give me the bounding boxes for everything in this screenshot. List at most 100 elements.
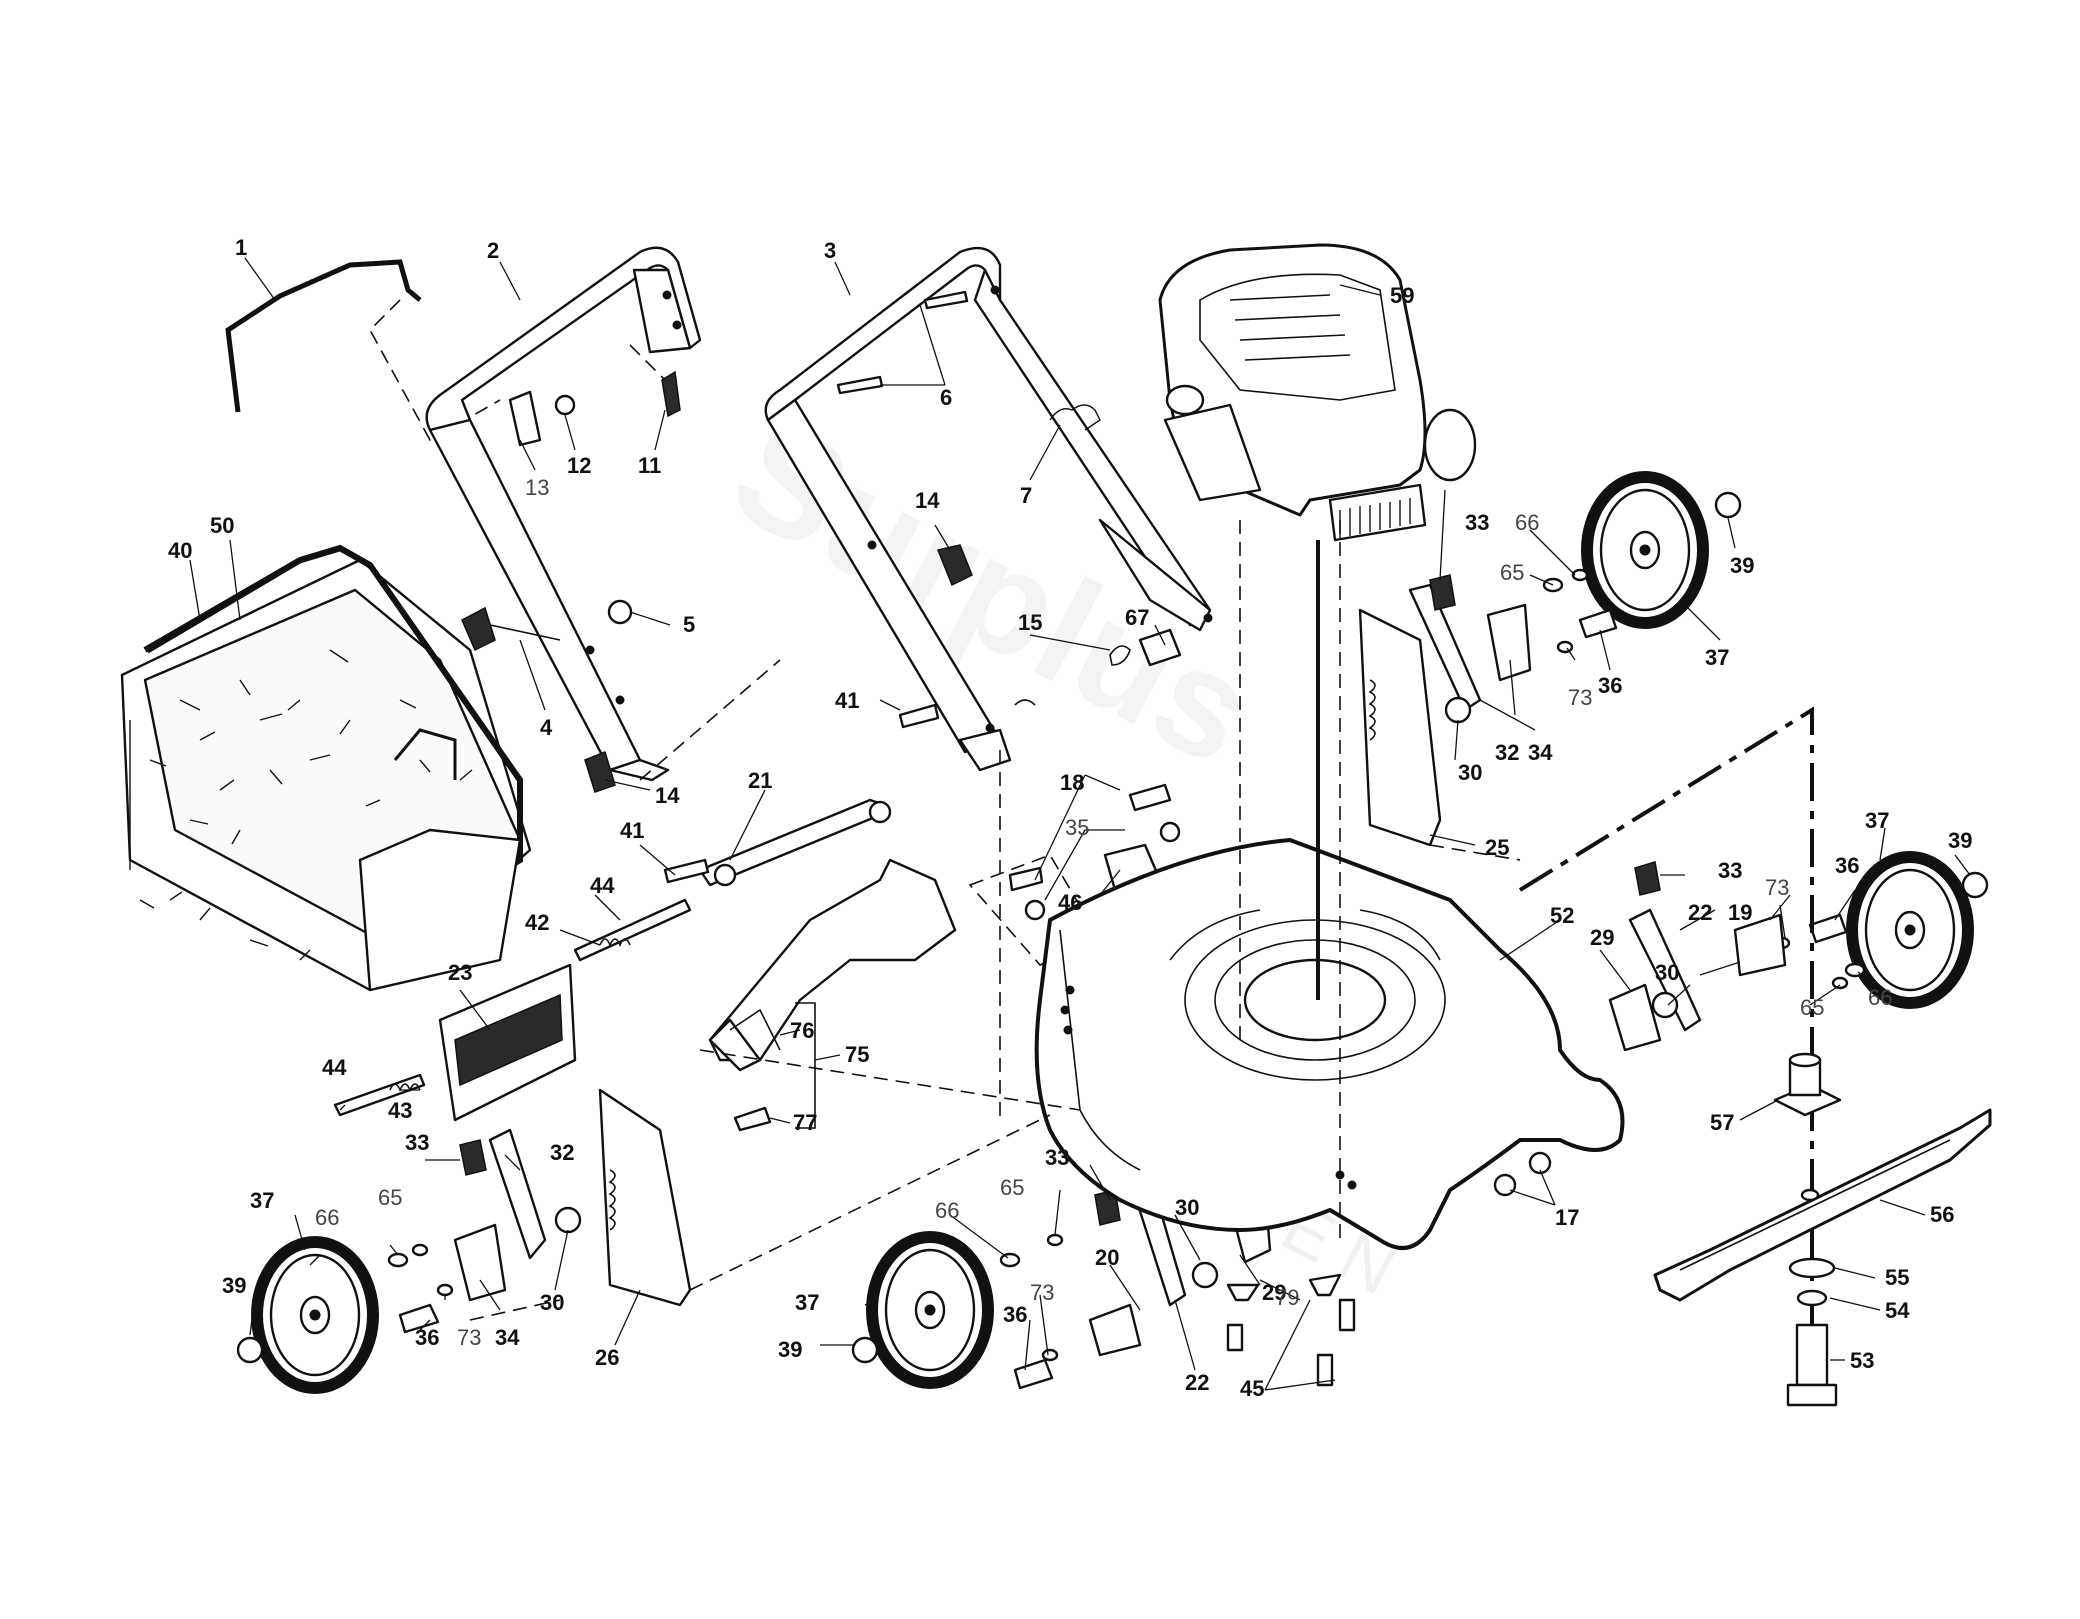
engine-mount-lines: [1239, 520, 1341, 1240]
callout-77: 77: [793, 1110, 817, 1135]
parts-11-12-13-hardware: [508, 344, 681, 447]
callout-53: 53: [1850, 1348, 1874, 1373]
callout-20: 20: [1095, 1245, 1119, 1270]
part-3-lower-handle: [764, 247, 1213, 772]
callout-65-rearright: 65: [1500, 560, 1524, 585]
guide-lines: [469, 659, 1521, 1321]
callout-37-rear: 37: [250, 1188, 274, 1213]
callout-26: 26: [595, 1345, 619, 1370]
callout-73-rearright: 73: [1568, 685, 1592, 710]
callout-33-right: 33: [1718, 858, 1742, 883]
height-adjuster-rear-right: [1408, 574, 1532, 724]
callout-46: 46: [1058, 890, 1082, 915]
callout-13: 13: [525, 475, 549, 500]
callout-73-front: 73: [1030, 1280, 1054, 1305]
callout-5: 5: [683, 612, 695, 637]
callout-39-front: 39: [778, 1337, 802, 1362]
part-6-handle-bolts: [836, 290, 969, 395]
callout-29-right: 29: [1590, 925, 1614, 950]
callout-43: 43: [388, 1098, 412, 1123]
callout-35: 35: [1065, 815, 1089, 840]
height-adjuster-rear-left: [453, 1128, 582, 1302]
part-21-rod: [698, 798, 892, 887]
callout-34-rear: 34: [495, 1325, 520, 1350]
callout-34-rearright: 34: [1528, 740, 1553, 765]
callout-33-rearright: 33: [1465, 510, 1489, 535]
callout-65-rear: 65: [378, 1185, 402, 1210]
callout-37-front: 37: [795, 1290, 819, 1315]
callout-50: 50: [210, 513, 234, 538]
callout-42: 42: [525, 910, 549, 935]
callout-56: 56: [1930, 1202, 1954, 1227]
callout-44-lower: 44: [322, 1055, 347, 1080]
part-41-bolts: [663, 703, 940, 884]
callout-30-front: 30: [1175, 1195, 1199, 1220]
callout-30-right: 30: [1655, 960, 1679, 985]
callout-73-rear: 73: [457, 1325, 481, 1350]
callout-29-front: 29: [1262, 1280, 1286, 1305]
part-25-bracket: [1358, 608, 1442, 847]
callout-36-right: 36: [1835, 853, 1859, 878]
callout-39-rearright: 39: [1730, 553, 1754, 578]
callout-36-rearright: 36: [1598, 673, 1622, 698]
callout-66-front: 66: [935, 1198, 959, 1223]
part-14-handle-knobs: [584, 544, 973, 793]
height-adjuster-front-right: [1608, 861, 1787, 1052]
callout-3: 3: [824, 238, 836, 263]
callout-40: 40: [168, 538, 192, 563]
callout-21: 21: [748, 768, 772, 793]
callout-14-upper: 14: [915, 488, 940, 513]
callout-65-right: 65: [1800, 995, 1824, 1020]
callout-79: 79: [1275, 1285, 1299, 1310]
callout-7: 7: [1020, 483, 1032, 508]
callout-57: 57: [1710, 1110, 1734, 1135]
part-5-spacer: [607, 599, 633, 625]
callout-73-right: 73: [1765, 875, 1789, 900]
part-26-bracket: [598, 1088, 692, 1307]
callout-15: 15: [1018, 610, 1042, 635]
part-2-upper-handle: [425, 246, 702, 782]
callout-11: 11: [638, 453, 661, 478]
callout-2: 2: [487, 238, 499, 263]
part-7-cable: [1049, 404, 1101, 431]
callout-37-rearright: 37: [1705, 645, 1729, 670]
callout-66-rearright: 66: [1515, 510, 1539, 535]
part-23-rear-flap: [438, 963, 577, 1122]
callout-25: 25: [1485, 835, 1509, 860]
callout-44-upper: 44: [590, 873, 615, 898]
wheel-rear-right: [1581, 471, 1709, 629]
part-56-blade: [1653, 1108, 1992, 1302]
callout-59: 59: [1390, 283, 1414, 308]
callout-30-rear: 30: [540, 1290, 564, 1315]
callout-55: 55: [1885, 1265, 1909, 1290]
part-59-engine: [1158, 243, 1477, 542]
callout-19: 19: [1728, 900, 1752, 925]
callout-6: 6: [940, 385, 952, 410]
callout-45: 45: [1240, 1376, 1264, 1401]
callout-37-right: 37: [1865, 808, 1889, 833]
part-39-wheel-nuts: [236, 491, 1989, 1364]
part-57-blade-adapter: [1773, 1052, 1842, 1117]
callout-32-rear: 32: [550, 1140, 574, 1165]
callout-36-front: 36: [1003, 1302, 1027, 1327]
callout-54: 54: [1885, 1298, 1910, 1323]
callout-12: 12: [567, 453, 591, 478]
callout-41-lower: 41: [620, 818, 644, 843]
callout-32-rearright: 32: [1495, 740, 1519, 765]
wheel-front-right: [1846, 851, 1974, 1009]
part-17-nuts: [1493, 1151, 1552, 1197]
part-40-50-grass-bag: [120, 544, 532, 992]
part-52-mower-deck: [1034, 838, 1625, 1250]
parts-15-67-clips: [1014, 628, 1182, 706]
callout-75: 75: [845, 1042, 869, 1067]
callout-22-front: 22: [1185, 1370, 1209, 1395]
callout-39-rear: 39: [222, 1273, 246, 1298]
callout-66-right: 66: [1868, 985, 1892, 1010]
part-75-76-discharge-chute: [708, 858, 957, 1132]
callout-30-rearright: 30: [1458, 760, 1482, 785]
part-4-knob: [461, 606, 561, 652]
callout-33-rear: 33: [405, 1130, 429, 1155]
callout-4: 4: [540, 715, 553, 740]
callout-76: 76: [790, 1018, 814, 1043]
